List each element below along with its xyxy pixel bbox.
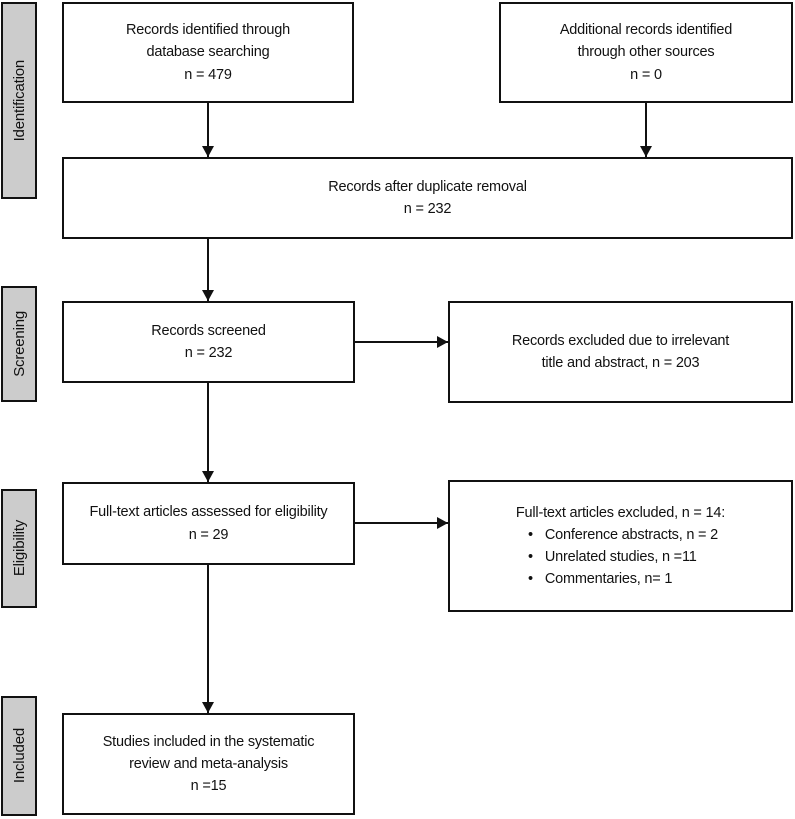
box-records-excluded: Records excluded due to irrelevant title… bbox=[448, 301, 793, 403]
box-records-screened: Records screened n = 232 bbox=[62, 301, 355, 383]
arrowhead-down-icon bbox=[640, 146, 652, 157]
list-item: • Unrelated studies, n =11 bbox=[516, 546, 725, 568]
stage-eligibility-label: Eligibility bbox=[10, 520, 28, 577]
arrow-fulltext-to-excluded bbox=[355, 517, 448, 529]
arrowhead-down-icon bbox=[202, 146, 214, 157]
box-count: n = 232 bbox=[184, 345, 233, 361]
box-count: n =15 bbox=[190, 778, 227, 795]
bullet-icon: • bbox=[527, 526, 533, 543]
box-fulltext-excluded: Full-text articles excluded, n = 14: • C… bbox=[448, 480, 793, 612]
box-line: Full-text articles excluded, n = 14: bbox=[515, 504, 726, 521]
box-additional-records: Additional records identified through ot… bbox=[499, 2, 793, 103]
box-line: through other sources bbox=[577, 44, 715, 61]
arrowhead-down-icon bbox=[202, 702, 214, 713]
box-line: Records screened bbox=[151, 322, 266, 339]
arrow-fulltext-to-included bbox=[202, 565, 214, 713]
box-line: Records after duplicate removal bbox=[328, 178, 527, 195]
stage-included-label: Included bbox=[10, 728, 28, 784]
box-count: n = 232 bbox=[403, 201, 452, 217]
box-line: database searching bbox=[146, 44, 270, 61]
bullet-icon: • bbox=[527, 571, 533, 588]
arrow-screened-to-excluded bbox=[355, 336, 448, 348]
box-fulltext-assessed: Full-text articles assessed for eligibil… bbox=[62, 482, 355, 565]
stage-identification-label: Identification bbox=[10, 59, 28, 142]
stage-identification: Identification bbox=[1, 2, 37, 199]
list-item-text: Commentaries, n= 1 bbox=[544, 571, 673, 588]
stage-eligibility: Eligibility bbox=[1, 489, 37, 608]
box-count: n = 479 bbox=[184, 66, 232, 83]
arrow-screened-to-fulltext bbox=[202, 383, 214, 482]
box-records-identified: Records identified through database sear… bbox=[62, 2, 354, 103]
bullet-icon: • bbox=[527, 549, 533, 565]
stage-screening: Screening bbox=[1, 286, 37, 402]
list-item-text: Conference abstracts, n = 2 bbox=[544, 526, 719, 543]
box-line: review and meta-analysis bbox=[129, 755, 288, 772]
stage-included: Included bbox=[1, 696, 37, 816]
list-item: • Conference abstracts, n = 2 bbox=[516, 524, 725, 546]
box-line: Full-text articles assessed for eligibil… bbox=[89, 504, 328, 521]
arrow-identified-to-duplicates bbox=[202, 103, 214, 157]
arrowhead-right-icon bbox=[437, 517, 448, 529]
box-line: Records identified through bbox=[125, 22, 291, 39]
box-count: n = 29 bbox=[188, 526, 229, 543]
box-line: Additional records identified bbox=[559, 22, 733, 39]
arrowhead-down-icon bbox=[202, 471, 214, 482]
box-after-duplicate-removal: Records after duplicate removal n = 232 bbox=[62, 157, 793, 239]
arrowhead-right-icon bbox=[437, 336, 448, 348]
list-item-text: Unrelated studies, n =11 bbox=[544, 549, 697, 565]
box-line: Records excluded due to irrelevant bbox=[511, 332, 730, 349]
arrow-additional-to-duplicates bbox=[640, 103, 652, 157]
box-count: n = 0 bbox=[630, 66, 662, 83]
arrowhead-down-icon bbox=[202, 290, 214, 301]
list-item: • Commentaries, n= 1 bbox=[516, 568, 725, 590]
box-studies-included: Studies included in the systematic revie… bbox=[62, 713, 355, 815]
box-line: Studies included in the systematic bbox=[102, 733, 315, 750]
arrow-duplicates-to-screened bbox=[202, 239, 214, 301]
stage-screening-label: Screening bbox=[10, 311, 28, 377]
box-line: title and abstract, n = 203 bbox=[541, 355, 700, 371]
